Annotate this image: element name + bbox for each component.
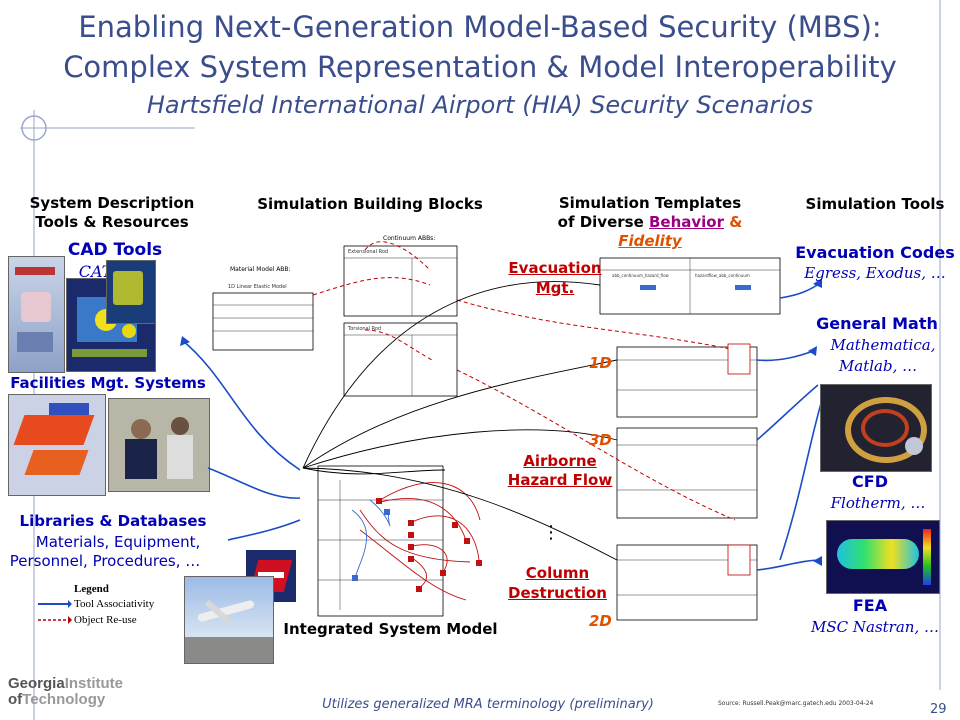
slide-title-line2: Complex System Representation & Model In…: [63, 50, 897, 84]
facilities-label: Facilities Mgt. Systems: [10, 374, 206, 392]
torsional-rod-label: Torsional Rod: [348, 326, 382, 332]
column-destruction-link[interactable]: Column Destruction: [508, 564, 607, 602]
security-checkpoint-photo: [108, 398, 210, 492]
legend-tool-associativity: Tool Associativity: [74, 598, 155, 610]
slide-subtitle: Hartsfield International Airport (HIA) S…: [146, 91, 814, 119]
cad-screenshot-c: [106, 260, 156, 324]
header-building-blocks: Simulation Building Blocks: [257, 195, 483, 213]
header-templates: Simulation Templates of Diverse Behavior…: [557, 194, 743, 250]
georgia-tech-logo: GeorgiaInstitute ofTechnology: [8, 675, 124, 708]
page-number: 29: [930, 702, 947, 717]
fidelity-3d-label: 3D: [589, 431, 612, 449]
evacuation-codes-examples: Egress, Exodus, …: [804, 264, 946, 282]
footer-note: Utilizes generalized MRA terminology (pr…: [322, 697, 654, 712]
more-templates-ellipsis: ⋮: [542, 522, 560, 543]
fidelity-1d-label: 1D: [589, 354, 612, 372]
fea-label: FEA: [852, 596, 888, 615]
general-math-example-1: Mathematica,: [830, 336, 936, 354]
source-citation: Source: Russell.Peak@marc.gatech.edu 200…: [718, 700, 874, 707]
evacuation-codes-label: Evacuation Codes: [795, 243, 955, 262]
general-math-label: General Math: [816, 314, 938, 333]
extensional-rod-label: Extensional Rod: [348, 249, 389, 255]
legend-swatches: [38, 600, 72, 624]
legend-title: Legend: [74, 583, 109, 595]
general-math-example-2: Matlab, …: [838, 357, 918, 375]
airplane-photo: [184, 576, 274, 664]
libraries-personnel: Personnel, Procedures, …: [9, 552, 201, 570]
libraries-materials: Materials, Equipment,: [35, 533, 201, 551]
evac-template-b-label: hazardflow_abb_continuum: [695, 273, 750, 278]
continuum-abbs-label: Continuum ABBs:: [383, 235, 436, 242]
evac-template-a-label: abb_continuum_hazard_flow: [612, 273, 669, 278]
header-simulation-tools: Simulation Tools: [805, 195, 945, 213]
legend-object-reuse: Object Re-use: [74, 614, 137, 626]
facilities-map-image: [8, 394, 106, 496]
linear-elastic-label: 1D Linear Elastic Model: [228, 284, 287, 290]
integrated-system-model-label: Integrated System Model: [283, 620, 498, 638]
fidelity-2d-label: 2D: [589, 612, 612, 630]
legend: Legend Tool Associativity Object Re-use: [36, 583, 186, 633]
fea-example: MSC Nastran, …: [811, 618, 939, 636]
cfd-visualization-image: [820, 384, 932, 472]
behavior-link[interactable]: Behavior: [648, 213, 725, 231]
evacuation-mgt-link[interactable]: Evacuation Mgt.: [508, 259, 602, 297]
header-system-description: System Description Tools & Resources: [29, 194, 195, 231]
material-model-label: Material Model ABB:: [230, 266, 291, 273]
cfd-label: CFD: [852, 472, 888, 491]
cfd-example: Flotherm, …: [830, 494, 926, 512]
libraries-label: Libraries & Databases: [19, 512, 207, 530]
fidelity-link[interactable]: Fidelity: [618, 232, 682, 250]
cad-screenshot-a: [8, 256, 65, 373]
airborne-hazard-flow-link[interactable]: Airborne Hazard Flow: [507, 452, 613, 489]
fea-visualization-image: [826, 520, 940, 594]
cad-tools-label: CAD Tools: [67, 240, 163, 260]
slide-title-line1: Enabling Next-Generation Model-Based Sec…: [78, 10, 882, 44]
